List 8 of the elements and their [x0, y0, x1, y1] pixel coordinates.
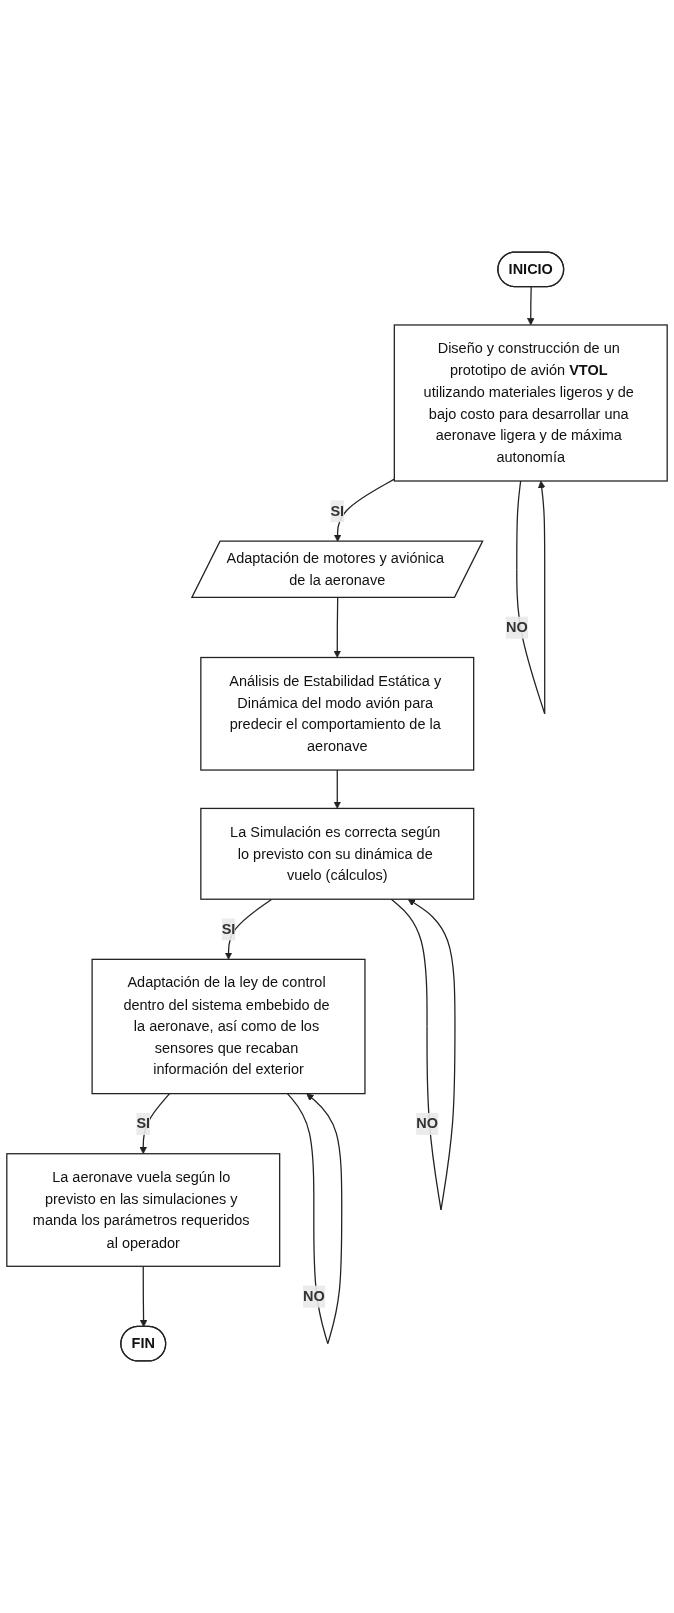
flowchart-node: Análisis de Estabilidad Estática y Dinámica del modo avión para predecir el comportamiento de la aeronave [200, 656, 475, 771]
flowchart-node: Adaptación de motores y aviónica de la aeronave [190, 540, 484, 599]
flowchart-node: Adaptación de la ley de control dentro del sistema embebido de la aeronave, así como de los sensores que recaban información del exterior [91, 958, 366, 1095]
flowchart-node: FIN [120, 1325, 167, 1362]
flowchart-node: Diseño y construcción de un prototipo de avión VTOL utilizando materiales ligeros y de bajo costo para desarrollar una aeronave ligera y de máxima autonomía [393, 324, 668, 482]
flowchart-node: La Simulación es correcta según lo previsto con su dinámica de vuelo (cálculos) [200, 807, 475, 900]
flowchart-node: La aeronave vuela según lo previsto en las simulaciones y manda los parámetros requeridos al operador [6, 1153, 281, 1267]
flowchart-node: INICIO [497, 251, 565, 288]
